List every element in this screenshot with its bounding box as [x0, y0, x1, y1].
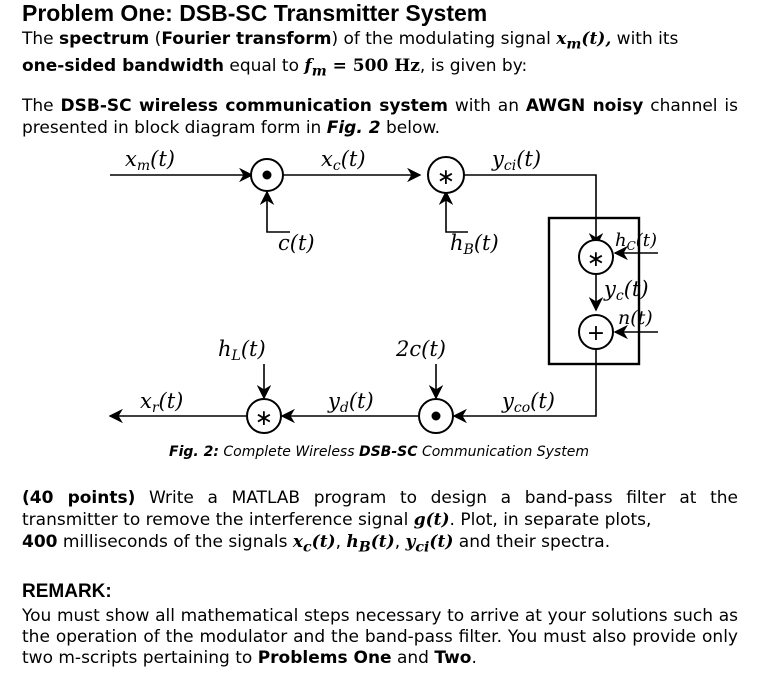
hb-wire: [438, 190, 468, 233]
yci-wire: [464, 174, 604, 248]
label-hl: hL(t): [218, 337, 266, 364]
label-xm: xm(t): [125, 147, 175, 174]
xm-symbol: xm(t),: [556, 29, 612, 53]
lpf-node: [246, 398, 282, 434]
label-xc: xc(t): [321, 147, 366, 174]
label-hb: hB(t): [450, 231, 499, 258]
figure-caption: Fig. 2: Complete Wireless DSB-SC Communi…: [169, 444, 589, 460]
label-yd: yd(t): [327, 389, 374, 416]
conv-symbol-icon: ∗: [437, 165, 455, 190]
problem-title: Problem One: DSB-SC Transmitter System: [22, 0, 488, 26]
label-noise: n(t): [618, 307, 653, 329]
conv-symbol-icon: ∗: [587, 247, 605, 272]
hb-symbol: hB(t): [346, 532, 395, 556]
label-yco: yco(t): [501, 389, 555, 416]
multiply-dot-icon: [431, 411, 441, 421]
label-xr: xr(t): [140, 389, 183, 416]
channel-conv-node: [578, 239, 614, 275]
fm-symbol: fm: [304, 56, 327, 80]
carrier-wire: [259, 190, 290, 233]
remark-paragraph: You must show all mathematical steps nec…: [22, 606, 738, 668]
yco-wire: [452, 349, 597, 424]
remark-heading: REMARK:: [22, 581, 112, 602]
g-symbol: g(t): [413, 510, 450, 530]
bpf-node: [427, 156, 465, 194]
spectrum-paragraph: The spectrum (Fourier transform) of the …: [22, 29, 679, 80]
noise-adder-node: [578, 314, 614, 350]
label-hc: hC(t): [615, 230, 657, 253]
label-carrier: c(t): [278, 231, 315, 255]
channel-box: [547, 216, 641, 366]
label-carrier2: 2c(t): [395, 337, 446, 361]
sum-symbol-icon: +: [587, 321, 605, 346]
system-paragraph: The DSB-SC wireless communication system…: [22, 96, 738, 138]
dsb-sc-block-diagram: ∗ ∗ + ∗ xm(t) xc(t) yci(t) c(t) hB(t) hC…: [108, 147, 658, 434]
task-paragraph: (40 points) Write a MATLAB program to de…: [22, 488, 738, 556]
multiply-dot-icon: [262, 170, 272, 180]
conv-symbol-icon: ∗: [255, 406, 273, 431]
label-yc: yc(t): [603, 277, 649, 304]
xc-symbol: xc(t): [292, 532, 336, 556]
label-yci: yci(t): [491, 147, 541, 174]
yci-symbol: yci(t): [405, 532, 454, 556]
